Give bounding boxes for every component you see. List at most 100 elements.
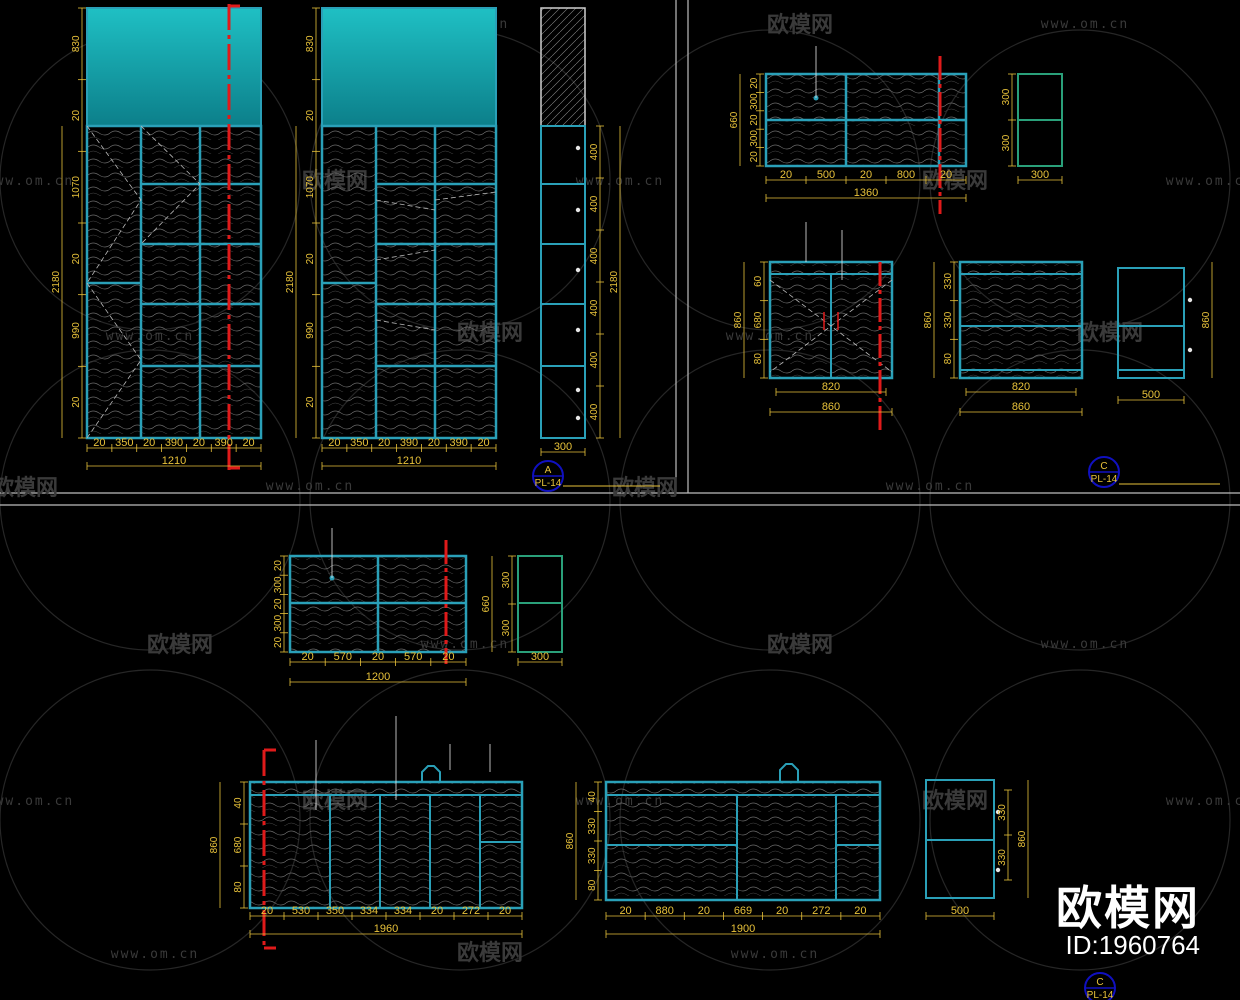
- leader-lines: [315, 46, 843, 810]
- base-2-height-value: 330: [943, 273, 954, 290]
- upper-1-height-value: 20: [749, 151, 760, 163]
- kitchen-back-width-value: 20: [854, 905, 866, 917]
- kitchen-front-width-value: 530: [292, 905, 310, 917]
- watermark-brand: 欧模网: [767, 12, 833, 38]
- upper-2-width-value: 20: [442, 651, 454, 663]
- watermark-brand: 欧模网: [767, 632, 833, 658]
- section-mark-2-letter: C: [1100, 461, 1107, 472]
- upper-1-side-height-value: 300: [1001, 88, 1012, 105]
- cabinet-b-height-value: 20: [305, 253, 316, 265]
- upper-1-width-value: 20: [780, 169, 792, 181]
- kitchen-back-height-value: 40: [587, 791, 598, 803]
- kitchen-side-section: [925, 779, 1001, 899]
- kitchen-front-height-value: 40: [233, 797, 244, 809]
- watermark-url: www.om.cn: [1041, 17, 1129, 32]
- upper-1-width-value: 20: [860, 169, 872, 181]
- watermark-brand: 欧模网: [922, 168, 988, 194]
- cabinet-c-shelf-height-value: 400: [589, 247, 600, 264]
- base-1-inner-width: 820: [822, 381, 840, 393]
- kitchen-back-width-value: 20: [776, 905, 788, 917]
- kitchen-back-width-value: 272: [812, 905, 830, 917]
- cabinet-a-width-value: 20: [242, 437, 254, 449]
- upper-cabinet-2-elevation: [288, 540, 563, 664]
- brand-badge-name: 欧模网: [1056, 881, 1200, 935]
- cabinet-a-width-value: 390: [215, 437, 233, 449]
- kitchen-side-height-value: 330: [997, 849, 1008, 866]
- watermark-url: www.om.cn: [1041, 637, 1129, 652]
- kitchen-back-width-value: 20: [619, 905, 631, 917]
- watermark-url: www.om.cn: [0, 174, 74, 189]
- watermark-brand: 欧模网: [457, 940, 523, 966]
- cabinet-b-total-width: 1210: [397, 455, 421, 467]
- base-1-height-value: 680: [753, 311, 764, 328]
- upper-2-side-height-value: 300: [501, 571, 512, 588]
- watermark-url: www.om.cn: [266, 479, 354, 494]
- kitchen-side-depth: 500: [951, 905, 969, 917]
- kitchen-front-elevation: [248, 748, 524, 950]
- kitchen-front-height-value: 80: [233, 881, 244, 893]
- kitchen-front-total-height: 860: [209, 836, 220, 853]
- cabinet-c-total-height: 2180: [609, 270, 620, 293]
- section-mark-1-letter: A: [545, 465, 552, 476]
- base-side-total-height: 860: [1201, 311, 1212, 328]
- cabinet-b-width-value: 20: [477, 437, 489, 449]
- base-cabinet-2-elevation: [958, 260, 1084, 380]
- cabinet-a-elevation: [85, 4, 263, 470]
- cabinet-c-shelf-height-value: 400: [589, 351, 600, 368]
- base-2-height-value: 330: [943, 311, 954, 328]
- upper-2-side-height-value: 300: [501, 619, 512, 636]
- cabinet-a-height-value: 990: [71, 322, 82, 339]
- kitchen-back-width-value: 669: [734, 905, 752, 917]
- cabinet-a-width-value: 350: [115, 437, 133, 449]
- section-mark-1: [532, 460, 660, 492]
- watermark-brand: 欧模网: [922, 788, 988, 814]
- cabinet-b-total-height: 2180: [285, 270, 296, 293]
- kitchen-front-width-value: 350: [326, 905, 344, 917]
- kitchen-front-height-value: 680: [233, 836, 244, 853]
- section-mark-1-code: PL-14: [535, 478, 562, 489]
- section-mark-2: [1088, 456, 1220, 488]
- upper-2-side-total-height: 660: [481, 595, 492, 612]
- upper-2-height-value: 20: [273, 598, 284, 610]
- cabinet-a-total-height: 2180: [51, 270, 62, 293]
- cabinet-a-height-value: 20: [71, 253, 82, 265]
- base-1-total-width: 860: [822, 401, 840, 413]
- upper-2-width-value: 20: [301, 651, 313, 663]
- cabinet-a-width-value: 20: [93, 437, 105, 449]
- cabinet-b-width-value: 20: [428, 437, 440, 449]
- watermark-url: www.om.cn: [1166, 794, 1240, 809]
- kitchen-front-width-value: 334: [360, 905, 378, 917]
- upper-1-width-value: 20: [940, 169, 952, 181]
- kitchen-front-total-width: 1960: [374, 923, 398, 935]
- cabinet-b-elevation: [320, 7, 498, 440]
- upper-cabinet-1-elevation: [764, 56, 1063, 214]
- upper-1-height-value: 300: [749, 93, 760, 110]
- upper-1-total-height: 660: [729, 111, 740, 128]
- cabinet-b-width-value: 390: [400, 437, 418, 449]
- section-mark-3-code: PL-14: [1087, 990, 1114, 1000]
- upper-1-width-value: 800: [897, 169, 915, 181]
- kitchen-back-total-height: 860: [565, 832, 576, 849]
- upper-2-side-depth: 300: [531, 651, 549, 663]
- watermark-url: www.om.cn: [731, 947, 819, 962]
- kitchen-back-total-width: 1900: [731, 923, 755, 935]
- cabinet-a-width-value: 390: [165, 437, 183, 449]
- watermark-brand: 欧模网: [1077, 320, 1143, 346]
- cabinet-a-height-value: 20: [71, 110, 82, 122]
- cabinet-b-height-value: 830: [305, 35, 316, 52]
- cabinet-c-depth: 300: [554, 441, 572, 453]
- watermark-url: www.om.cn: [0, 794, 74, 809]
- cabinet-b-height-value: 20: [305, 110, 316, 122]
- base-1-height-value: 60: [753, 275, 764, 287]
- base-1-height-value: 80: [753, 353, 764, 365]
- sheet-frame: [0, 0, 1240, 506]
- cabinet-a-height-value: 1070: [71, 176, 82, 199]
- watermark-brand: 欧模网: [147, 632, 213, 658]
- dimension-layer: 830 20 1070 20 990 20 2180 20 350 20 390 20 390 20 121…: [51, 7, 1213, 1000]
- base-cabinet-side-1-section: [1117, 267, 1193, 379]
- base-cabinet-1-elevation: [768, 260, 894, 430]
- upper-2-width-value: 570: [404, 651, 422, 663]
- base-2-height-value: 80: [943, 353, 954, 365]
- upper-1-height-value: 20: [749, 114, 760, 126]
- watermark-url: www.om.cn: [111, 947, 199, 962]
